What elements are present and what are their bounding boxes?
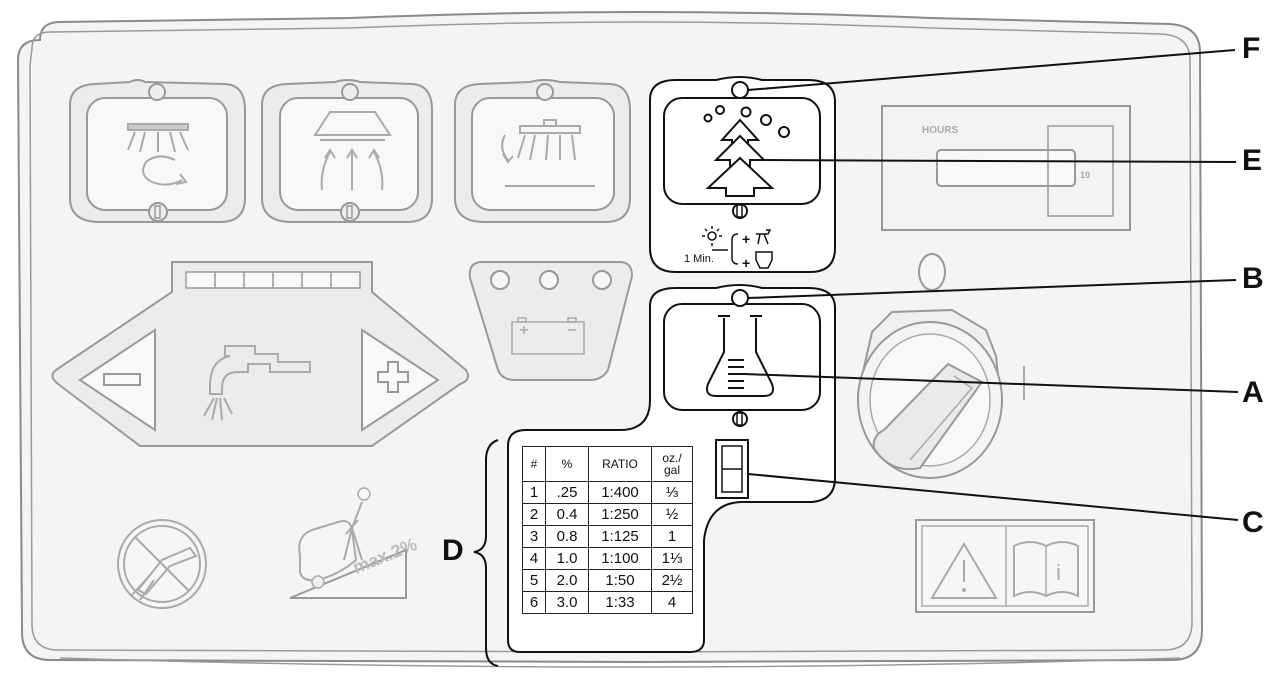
hour-meter-digit: 10 — [1080, 170, 1090, 180]
hour-meter-label: HOURS — [922, 125, 958, 136]
vacuum-button[interactable] — [261, 79, 433, 223]
plus-icon — [377, 361, 409, 393]
boost-indicator-light — [731, 81, 749, 99]
callout-b: B — [1242, 262, 1264, 295]
detergent-boost-button[interactable]: + + 1 Min. — [649, 76, 836, 273]
bracket-d — [473, 439, 499, 667]
callout-leaders — [743, 49, 1239, 521]
brush-rotation-button[interactable] — [69, 79, 246, 223]
max-incline-icon: max.2% — [289, 487, 420, 599]
plus-sign: + — [742, 255, 750, 271]
col-header-ratio: RATIO — [588, 446, 652, 482]
key-switch[interactable] — [856, 253, 1025, 480]
detergent-indicator-light — [731, 289, 749, 307]
col-header-oz-gal: oz./gal — [651, 446, 693, 482]
col-header-number: # — [522, 446, 546, 482]
brush-icon — [127, 123, 189, 186]
flask-icon — [706, 315, 774, 397]
callout-e: E — [1242, 144, 1263, 177]
read-manual-warning-decal: i — [915, 519, 1095, 613]
boost-timer-legend — [702, 226, 773, 269]
vacuum-icon — [313, 111, 392, 191]
scrub-deck-icon — [501, 119, 595, 187]
hour-meter: HOURS 10 — [881, 105, 1131, 231]
solution-faucet-icon — [203, 345, 311, 421]
solution-flow-control — [51, 261, 469, 447]
minus-icon — [103, 373, 141, 386]
warning-triangle-icon — [930, 542, 998, 599]
info-icon: i — [1056, 560, 1061, 585]
callout-c: C — [1242, 506, 1264, 539]
timer-label: 1 Min. — [684, 253, 714, 265]
brush-down-button[interactable] — [454, 79, 631, 223]
detergent-button[interactable] — [663, 303, 821, 411]
plus-sign: + — [742, 231, 750, 247]
callout-f: F — [1242, 32, 1261, 65]
battery-icon — [511, 317, 585, 355]
callout-d: D — [442, 534, 464, 567]
no-pressure-wash-icon — [117, 519, 207, 609]
concentration-display — [715, 439, 749, 499]
battery-indicator — [468, 261, 634, 381]
callout-a: A — [1242, 376, 1264, 409]
col-header-percent: % — [545, 446, 589, 482]
table-header-row: # % RATIO oz./gal — [522, 446, 693, 482]
manual-book-icon — [1013, 541, 1079, 598]
